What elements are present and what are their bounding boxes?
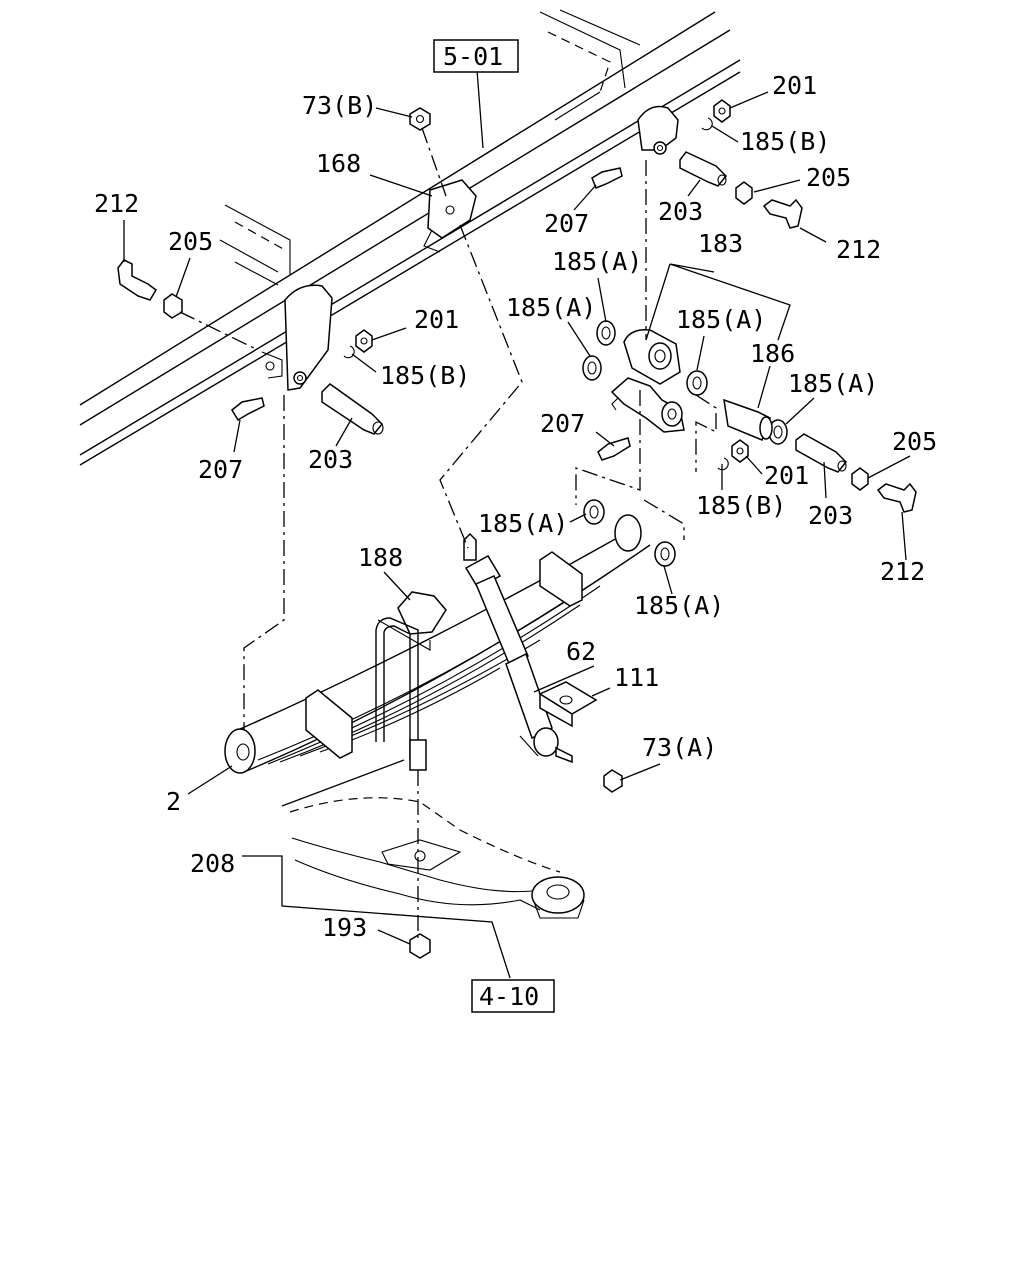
label-205: 205 xyxy=(168,227,213,256)
label-188: 188 xyxy=(358,543,403,572)
nut-73a xyxy=(603,769,623,793)
label-185a: 185(A) xyxy=(634,591,724,620)
reference-label: 5-01 xyxy=(443,42,503,71)
reference-label: 4-10 xyxy=(479,982,539,1011)
label-212: 212 xyxy=(880,557,925,586)
nut-73b xyxy=(409,107,431,131)
label-73b: 73(B) xyxy=(302,91,377,120)
label-205: 205 xyxy=(806,163,851,192)
bushing-186 xyxy=(723,398,773,441)
leader-lines xyxy=(123,69,911,979)
label-203: 203 xyxy=(658,197,703,226)
label-185a: 185(A) xyxy=(478,509,568,538)
front-hanger-bracket xyxy=(261,284,333,391)
label-186: 186 xyxy=(750,339,795,368)
label-73a: 73(A) xyxy=(642,733,717,762)
shock-absorber-62 xyxy=(463,532,573,764)
alignment-lines xyxy=(179,127,717,938)
label-203: 203 xyxy=(808,501,853,530)
label-201: 201 xyxy=(772,71,817,100)
reference-box-5-01[interactable]: 5-01 xyxy=(433,39,519,73)
label-201: 201 xyxy=(764,461,809,490)
shackle-pin-203-rear-top xyxy=(679,151,728,187)
label-185b: 185(B) xyxy=(380,361,470,390)
nut-201 xyxy=(355,99,749,463)
label-62: 62 xyxy=(566,637,596,666)
washer-185a xyxy=(582,320,788,567)
label-212: 212 xyxy=(94,189,139,218)
label-185a: 185(A) xyxy=(788,369,878,398)
label-207: 207 xyxy=(540,409,585,438)
rear-hanger-bracket xyxy=(637,105,679,155)
label-193: 193 xyxy=(322,913,367,942)
label-2: 2 xyxy=(166,787,181,816)
label-168: 168 xyxy=(316,149,361,178)
label-201: 201 xyxy=(414,305,459,334)
label-207: 207 xyxy=(198,455,243,484)
leaf-spring-2 xyxy=(224,514,651,774)
label-207: 207 xyxy=(544,209,589,238)
grease-elbow-212 xyxy=(117,198,917,513)
label-185b: 185(B) xyxy=(740,127,830,156)
label-203: 203 xyxy=(308,445,353,474)
nut-193 xyxy=(409,933,431,959)
label-205: 205 xyxy=(892,427,937,456)
bracket-168 xyxy=(423,179,477,253)
shock-bracket-111 xyxy=(538,681,598,728)
label-185a: 185(A) xyxy=(676,305,766,334)
shackle-pin-203-rear-bottom xyxy=(795,433,848,473)
shackle-pin-203-front xyxy=(321,383,384,435)
label-185a: 185(A) xyxy=(506,293,596,322)
label-185b: 185(B) xyxy=(696,491,786,520)
axle-beam xyxy=(289,797,585,919)
frame-rail xyxy=(79,9,741,466)
label-208: 208 xyxy=(190,849,235,878)
u-bolt xyxy=(375,617,427,771)
label-111: 111 xyxy=(614,663,659,692)
label-212: 212 xyxy=(836,235,881,264)
bolt-207 xyxy=(231,167,631,461)
label-185a: 185(A) xyxy=(552,247,642,276)
grease-nipple-205 xyxy=(163,181,869,491)
reference-box-4-10[interactable]: 4-10 xyxy=(471,979,555,1013)
part-labels: 73(B) 168 201 185(B) 205 207 203 212 183… xyxy=(94,71,937,942)
spring-bumper-188 xyxy=(377,591,447,651)
shackle-assembly-183 xyxy=(610,329,685,433)
label-183: 183 xyxy=(698,229,743,258)
